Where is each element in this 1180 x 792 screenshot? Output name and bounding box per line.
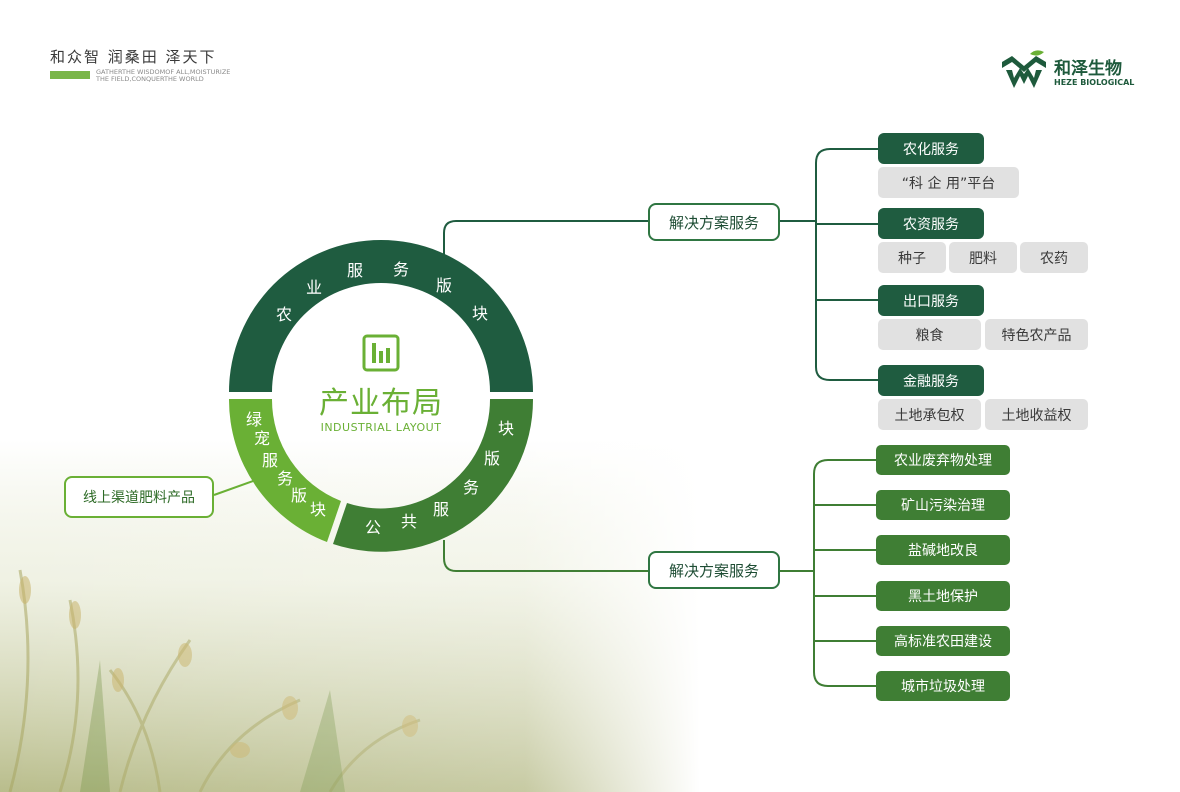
item-high-standard-farmland: 高标准农田建设 <box>876 626 1010 656</box>
ring-segment-pet <box>228 399 341 542</box>
ring-label-public-char: 公 <box>364 518 381 537</box>
ring-label-pet-char: 务 <box>276 469 293 488</box>
slogan-english: GATHERTHE WISDOMOF ALL,MOISTURIZE THE FI… <box>96 69 256 83</box>
heze-logo-icon <box>1000 50 1048 94</box>
item-fertilizer: 肥料 <box>949 242 1017 273</box>
item-seed: 种子 <box>878 242 946 273</box>
item-land-income-right: 土地收益权 <box>985 399 1088 430</box>
slogan-english-line-1: GATHERTHE WISDOMOF ALL,MOISTURIZE <box>96 68 231 76</box>
item-saline-soil: 盐碱地改良 <box>876 535 1010 565</box>
ring-label-pet-char: 块 <box>309 500 326 519</box>
ring-label-agri-char: 版 <box>435 276 452 295</box>
group-agrochemical-service: 农化服务 <box>878 133 984 164</box>
ring-label-agri-char: 务 <box>392 260 409 279</box>
ring-label-public-char: 共 <box>400 512 417 531</box>
ring-label-public-char: 服 <box>432 500 449 519</box>
ring-label-agri-char: 块 <box>471 304 488 323</box>
ring-segment-public <box>333 399 534 552</box>
ring-label-agri-char: 服 <box>346 261 363 280</box>
group-farm-supply-service: 农资服务 <box>878 208 984 239</box>
item-urban-waste: 城市垃圾处理 <box>876 671 1010 701</box>
center-subtitle: INDUSTRIAL LAYOUT <box>320 421 442 434</box>
item-pesticide: 农药 <box>1020 242 1088 273</box>
item-agri-waste: 农业废弃物处理 <box>876 445 1010 475</box>
ring-label-public-char: 块 <box>497 419 514 438</box>
slogan-english-line-2: THE FIELD,CONQUERTHE WORLD <box>96 75 204 83</box>
online-fertilizer-node: 线上渠道肥料产品 <box>64 476 214 518</box>
item-mine-pollution: 矿山污染治理 <box>876 490 1010 520</box>
bar-chart-icon <box>362 334 400 376</box>
item-grain: 粮食 <box>878 319 981 350</box>
ring-label-public-char: 版 <box>483 449 500 468</box>
ring-label-pet-char: 绿 <box>245 410 262 429</box>
item-land-contract-right: 土地承包权 <box>878 399 981 430</box>
brand-name: 和泽生物 <box>1054 59 1122 79</box>
group-finance-service: 金融服务 <box>878 365 984 396</box>
ring-label-agri-char: 业 <box>305 278 322 297</box>
upper-solution-hub: 解决方案服务 <box>648 203 780 241</box>
ring-label-pet-char: 版 <box>290 486 307 505</box>
item-specialty-products: 特色农产品 <box>985 319 1088 350</box>
ring-segment-agri <box>229 240 533 392</box>
item-platform: “科 企 用”平台 <box>878 167 1019 198</box>
ring-label-public-char: 务 <box>462 478 479 497</box>
brand-name-english: HEZE BIOLOGICAL <box>1054 78 1135 87</box>
lower-solution-hub: 解决方案服务 <box>648 551 780 589</box>
slogan-accent-bar <box>50 71 90 79</box>
item-black-soil: 黑土地保护 <box>876 581 1010 611</box>
ring-label-agri-char: 农 <box>275 305 292 324</box>
group-export-service: 出口服务 <box>878 285 984 316</box>
ring-label-pet-char: 宠 <box>253 429 270 448</box>
slogan: 和众智 润桑田 泽天下 <box>50 48 217 66</box>
ring-label-pet-char: 服 <box>261 451 278 470</box>
center-title: 产业布局 <box>319 386 443 421</box>
background-field-image <box>0 440 700 792</box>
